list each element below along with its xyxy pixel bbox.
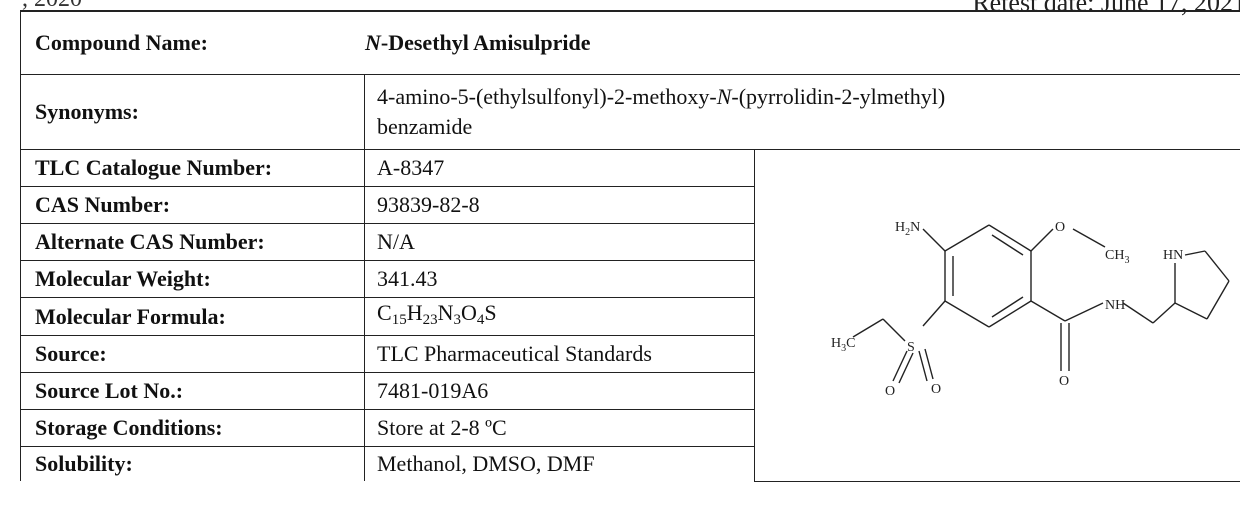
synonyms-row: Synonyms: 4-amino-5-(ethylsulfonyl)-2-me… xyxy=(21,75,1240,150)
source-label: Source: xyxy=(21,336,365,373)
molecular-formula-label: Molecular Formula: xyxy=(21,298,365,336)
pyrrolidine-nh-label: HN xyxy=(1163,248,1183,263)
cas-number-value: 93839-82-8 xyxy=(365,187,755,224)
chemical-structure-diagram: H2N O CH3 HN NH H3C S O O O xyxy=(755,151,1240,479)
solubility-value: Methanol, DMSO, DMF xyxy=(365,447,755,482)
compound-info-sheet: Compound Name:N-Desethyl Amisulpride Syn… xyxy=(20,10,1240,530)
alternate-cas-value: N/A xyxy=(365,224,755,261)
alternate-cas-label: Alternate CAS Number: xyxy=(21,224,365,261)
table-row: TLC Catalogue Number: A-8347 xyxy=(21,150,1240,187)
cas-number-label: CAS Number: xyxy=(21,187,365,224)
source-lot-value: 7481-019A6 xyxy=(365,373,755,410)
sulfonyl-oxygen-1-label: O xyxy=(885,384,895,399)
compound-name-row: Compound Name:N-Desethyl Amisulpride xyxy=(21,11,1240,75)
molecular-weight-value: 341.43 xyxy=(365,261,755,298)
storage-conditions-label: Storage Conditions: xyxy=(21,410,365,447)
compound-name-cell: Compound Name:N-Desethyl Amisulpride xyxy=(21,11,1240,75)
compound-name-label: Compound Name: xyxy=(35,28,365,58)
compound-name-value: N-Desethyl Amisulpride xyxy=(365,30,591,55)
synonyms-label: Synonyms: xyxy=(21,75,365,150)
ethyl-methyl-label: H3C xyxy=(831,336,855,354)
compound-info-table: Compound Name:N-Desethyl Amisulpride Syn… xyxy=(20,10,1240,482)
catalogue-number-value: A-8347 xyxy=(365,150,755,187)
methoxy-oxygen-label: O xyxy=(1055,220,1065,235)
storage-conditions-value: Store at 2-8 ºC xyxy=(365,410,755,447)
molecular-weight-label: Molecular Weight: xyxy=(21,261,365,298)
chemical-structure-cell: H2N O CH3 HN NH H3C S O O O xyxy=(755,150,1240,482)
carbonyl-oxygen-label: O xyxy=(1059,374,1069,389)
source-value: TLC Pharmaceutical Standards xyxy=(365,336,755,373)
catalogue-number-label: TLC Catalogue Number: xyxy=(21,150,365,187)
sulfonyl-oxygen-2-label: O xyxy=(931,382,941,397)
synonyms-value: 4-amino-5-(ethylsulfonyl)-2-methoxy-N-(p… xyxy=(365,75,1240,150)
source-lot-label: Source Lot No.: xyxy=(21,373,365,410)
amide-nh-label: NH xyxy=(1105,298,1125,313)
sulfur-label: S xyxy=(907,340,915,355)
solubility-label: Solubility: xyxy=(21,447,365,482)
molecular-formula-value: C15H23N3O4S xyxy=(365,298,755,336)
methyl-label: CH3 xyxy=(1105,248,1129,266)
amino-group-label: H2N xyxy=(895,220,920,238)
